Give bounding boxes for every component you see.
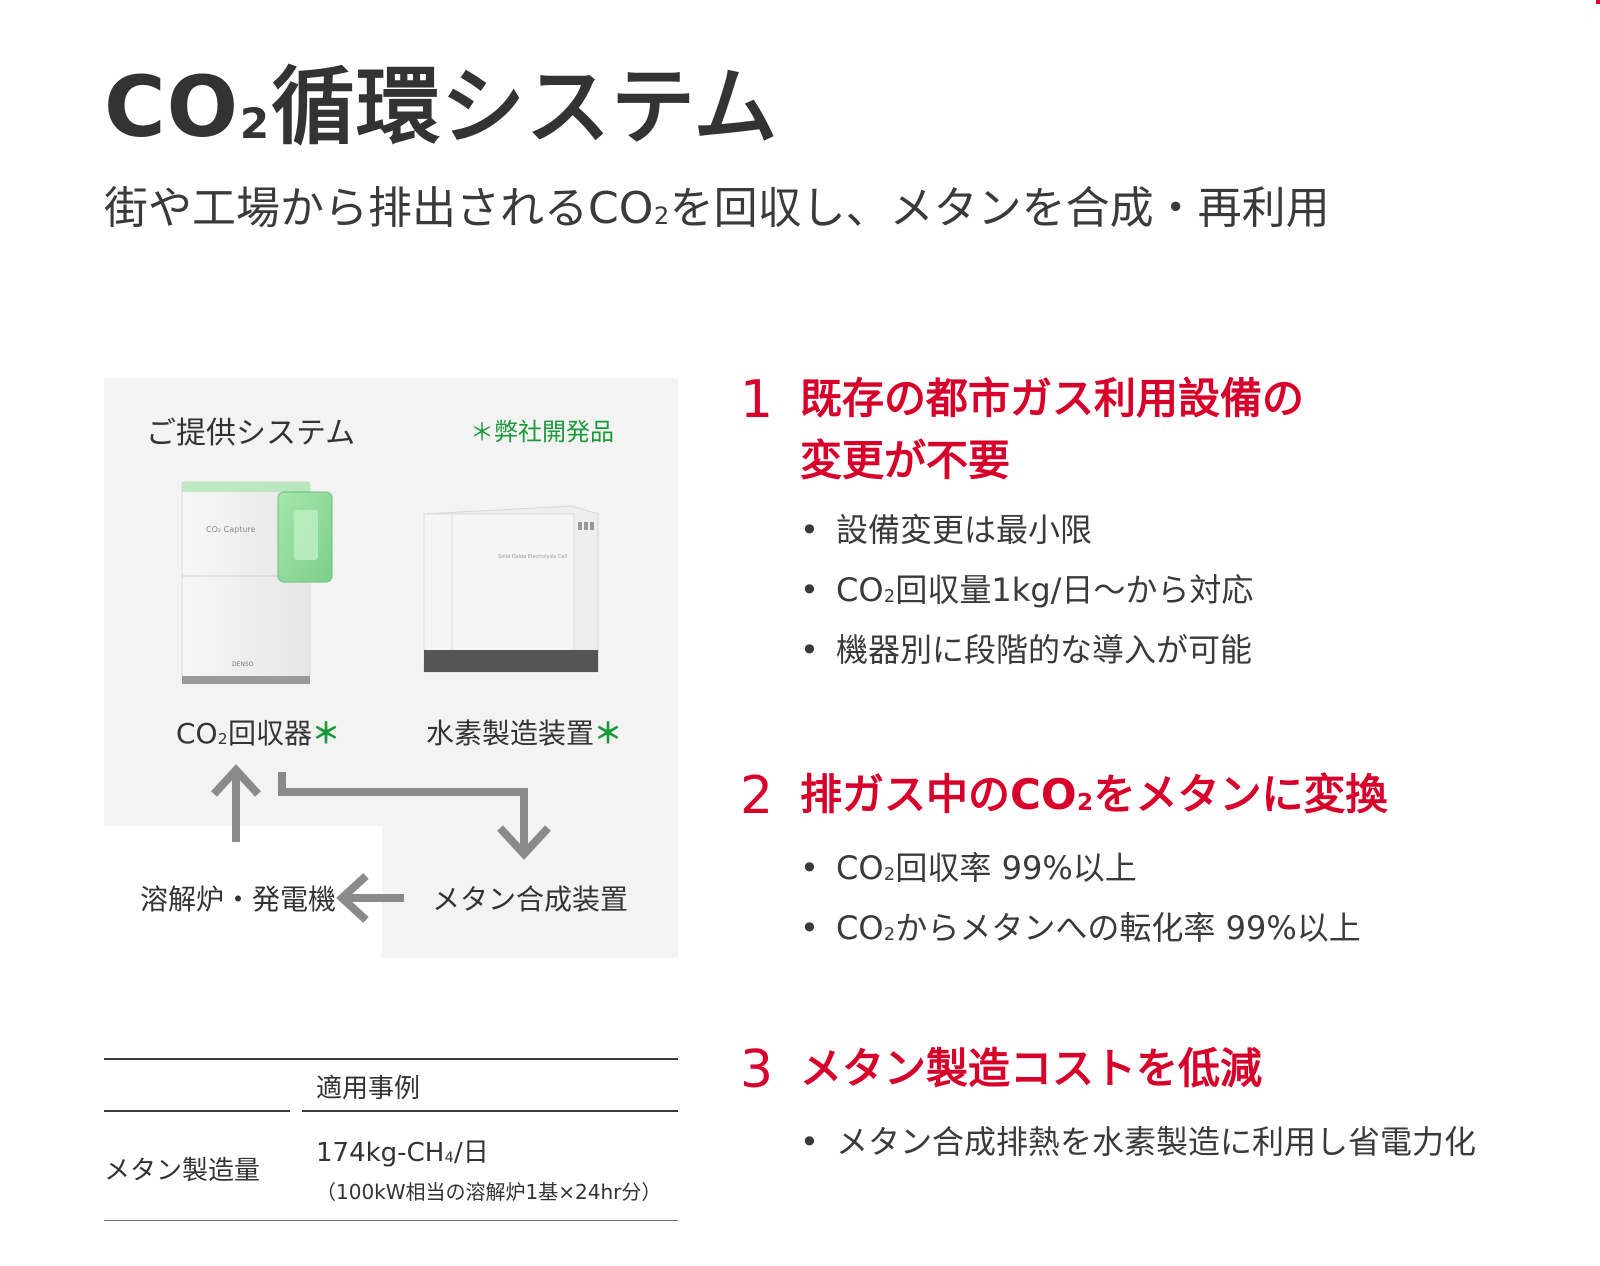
title-part: CO xyxy=(104,58,240,156)
in-house-star-mark: ＊ xyxy=(312,717,341,750)
feature-bullet: CO2回収量1kg/日～から対応 xyxy=(800,560,1253,620)
table-value-subscript: 4 xyxy=(444,1149,454,1166)
bullet-part: CO xyxy=(836,571,884,609)
table-value-part: 174kg-CH xyxy=(316,1138,445,1168)
bullet-part: からメタンへの転化率 99%以上 xyxy=(895,909,1361,947)
table-value-note: （100kW相当の溶解炉1基×24hr分） xyxy=(316,1180,662,1204)
bullet-part: CO xyxy=(836,849,884,887)
bullet-subscript: 2 xyxy=(883,586,896,607)
feature-number: 2 xyxy=(740,766,774,826)
feature-title: メタン製造コストを低減 xyxy=(800,1044,1263,1093)
feature-title-line: 既存の都市ガス利用設備の xyxy=(800,374,1305,423)
feature-title-subscript: 2 xyxy=(1076,790,1094,817)
device-label-part: 回収器 xyxy=(227,717,312,750)
table-header: 適用事例 xyxy=(316,1074,421,1104)
methanation-unit-label: メタン合成装置 xyxy=(432,883,629,916)
hydrogen-device-label: 水素製造装置＊ xyxy=(426,712,622,752)
subtitle-part: を回収し、メタンを合成・再利用 xyxy=(669,183,1330,234)
in-house-product-note: ＊弊社開発品 xyxy=(470,418,614,446)
corner-accent-mark xyxy=(1596,0,1600,4)
table-header-rule-right xyxy=(302,1110,678,1112)
subtitle-subscript: 2 xyxy=(653,202,670,231)
title-part: 循環システム xyxy=(270,58,779,156)
flow-arrows xyxy=(211,764,551,923)
table-bottom-rule xyxy=(104,1220,678,1221)
feature-number: 1 xyxy=(740,370,774,430)
flow-arrow-capture-to-methanation xyxy=(278,772,528,850)
subtitle-part: 街や工場から排出されるCO xyxy=(104,183,654,234)
feature-bullet-list: メタン合成排熱を水素製造に利用し省電力化 xyxy=(800,1112,1476,1172)
feature-title-part: 排ガス中のCO xyxy=(800,770,1077,819)
furnace-generator-label: 溶解炉・発電機 xyxy=(140,883,337,916)
feature-title: 排ガス中のCO2をメタンに変換 xyxy=(800,764,1388,833)
soec-device-printed-label: Solid Oxide Electrolysis Cell xyxy=(498,554,567,560)
feature-title: 既存の都市ガス利用設備の 変更が不要 xyxy=(800,368,1304,492)
in-house-star-mark: ＊ xyxy=(594,717,623,750)
feature-bullet: CO2からメタンへの転化率 99%以上 xyxy=(800,898,1361,958)
bullet-part: 回収率 99%以上 xyxy=(895,849,1137,887)
bullet-part: CO xyxy=(836,909,884,947)
feature-bullet: 機器別に段階的な導入が可能 xyxy=(800,620,1253,680)
feature-bullet: 設備変更は最小限 xyxy=(800,500,1253,560)
feature-bullet-list: 設備変更は最小限 CO2回収量1kg/日～から対応 機器別に段階的な導入が可能 xyxy=(800,500,1253,680)
system-panel-title: ご提供システム xyxy=(146,416,356,451)
co2-capture-device-image: CO₂ Capture DENSO xyxy=(181,481,333,684)
device-label-subscript: 2 xyxy=(217,729,228,748)
capture-device-brand: DENSO xyxy=(232,661,254,668)
co2-capture-device-label: CO2回収器＊ xyxy=(176,712,340,752)
page-subtitle: 街や工場から排出されるCO2を回収し、メタンを合成・再利用 xyxy=(104,172,1330,236)
bullet-part: 回収量1kg/日～から対応 xyxy=(895,571,1254,609)
page-title: CO2循環システム xyxy=(104,40,778,161)
table-header-rule-left xyxy=(104,1110,290,1112)
table-value: 174kg-CH4/日 xyxy=(316,1132,489,1169)
feature-bullet-list: CO2回収率 99%以上 CO2からメタンへの転化率 99%以上 xyxy=(800,838,1361,958)
device-label-part: 水素製造装置 xyxy=(426,717,595,750)
table-value-part: /日 xyxy=(453,1138,489,1168)
title-subscript: 2 xyxy=(239,99,271,149)
feature-title-part: をメタンに変換 xyxy=(1093,770,1388,819)
feature-title-line: 変更が不要 xyxy=(800,436,1011,485)
device-label-part: CO xyxy=(176,717,218,750)
feature-bullet: メタン合成排熱を水素製造に利用し省電力化 xyxy=(800,1112,1476,1172)
feature-number: 3 xyxy=(740,1040,774,1100)
table-top-rule xyxy=(104,1058,678,1060)
capture-device-printed-label: CO₂ Capture xyxy=(206,525,256,534)
bullet-subscript: 2 xyxy=(883,924,896,945)
hydrogen-production-device-image: Solid Oxide Electrolysis Cell xyxy=(423,505,599,673)
table-row-label: メタン製造量 xyxy=(104,1156,261,1186)
feature-bullet: CO2回収率 99%以上 xyxy=(800,838,1361,898)
bullet-subscript: 2 xyxy=(883,864,896,885)
